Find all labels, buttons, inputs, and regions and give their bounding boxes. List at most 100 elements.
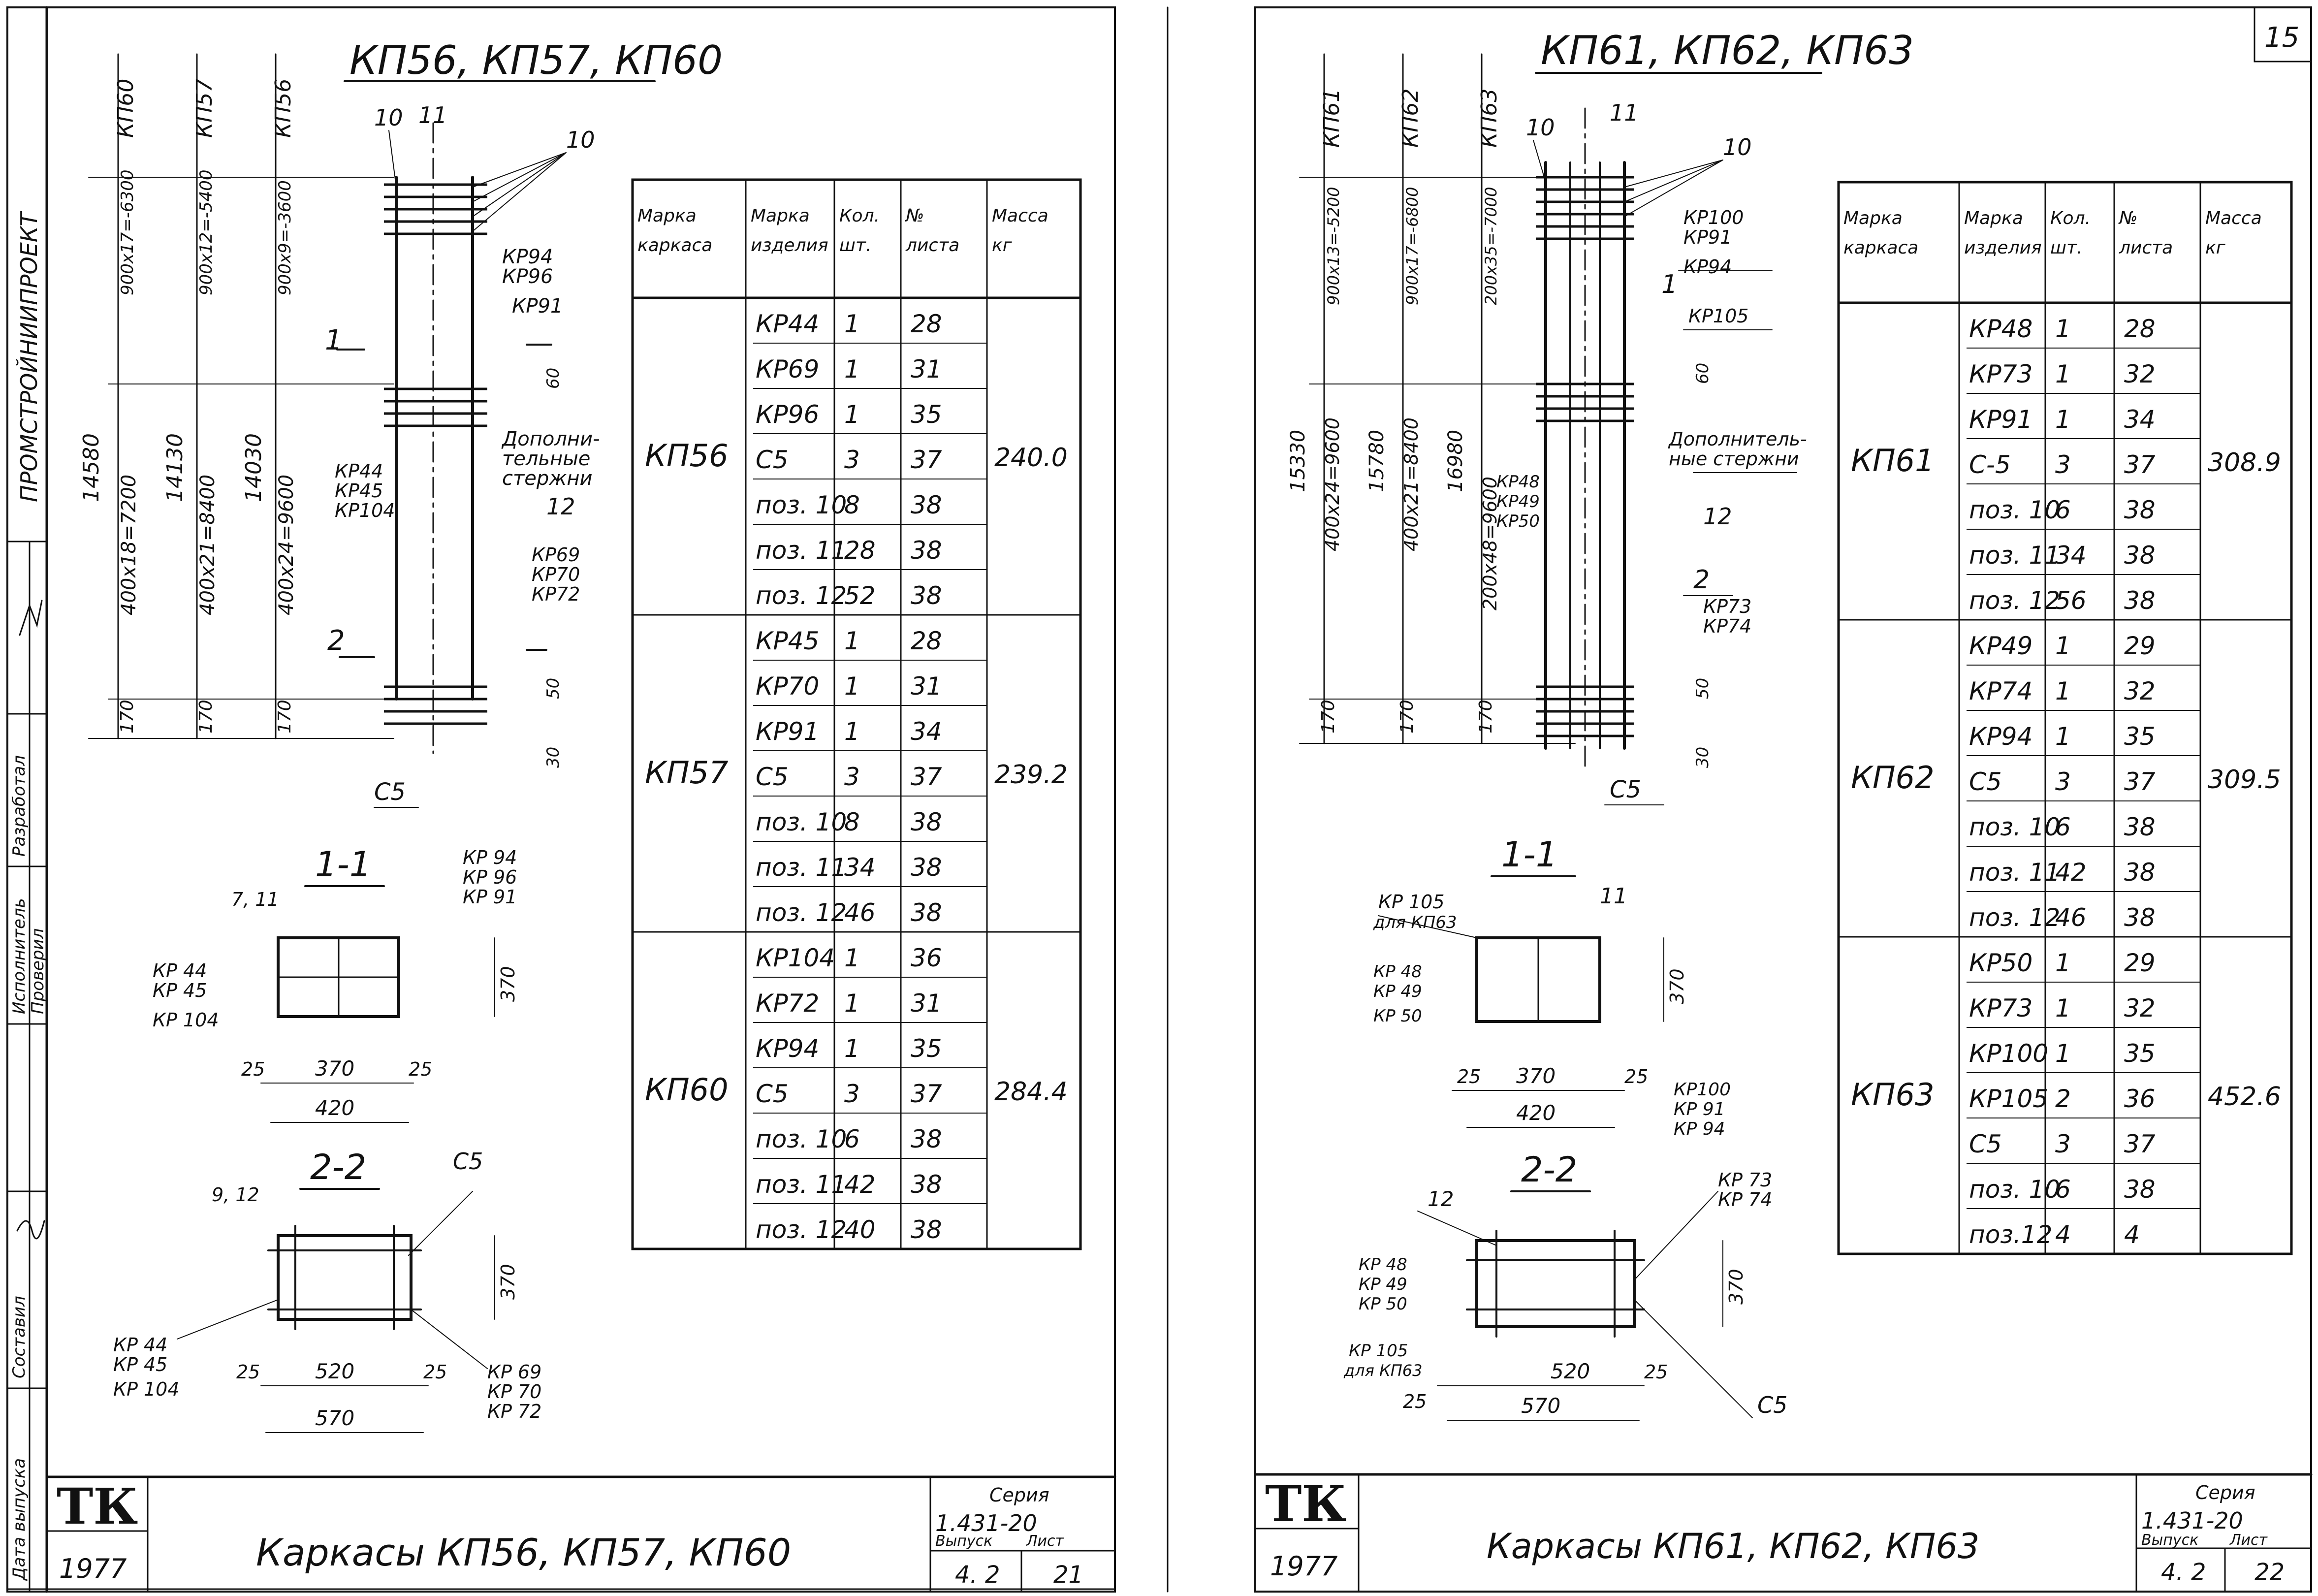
table-frame (631, 178, 1082, 1250)
table-header: № (905, 206, 924, 226)
bottom-offset: 170 (275, 700, 295, 734)
table-cell: 38 (2124, 903, 2156, 932)
table-cell: 52 (844, 581, 876, 610)
table-cell: 37 (911, 1080, 942, 1108)
callout-kp69: КР69 (532, 544, 580, 566)
group-name: КП62 (1851, 760, 1935, 796)
left-note: КР 48 (1373, 962, 1422, 982)
left-cage-elevation: 10 11 10 КР94 КР96 КР91 1 Дополни- тельн… (325, 102, 600, 808)
right-title: КП61, КП62, КП63 (1541, 28, 1914, 73)
right-note: КР 73 (1718, 1169, 1772, 1191)
section-label: 2-2 (1521, 1149, 1577, 1190)
height-dim: 370 (1666, 968, 1688, 1004)
edge-dim: 25 (1644, 1361, 1668, 1383)
table-cell: 31 (911, 989, 942, 1018)
table-cell: 29 (2124, 632, 2156, 660)
left-sheet-border (6, 6, 1116, 1593)
table-cell: 3 (844, 763, 860, 791)
left-note: КР 105 (1349, 1341, 1408, 1361)
table-cell: поз.12 (1969, 1220, 2052, 1249)
total-length: 14130 (162, 433, 188, 502)
table-cell: поз. 10 (756, 1125, 847, 1153)
table-cell: КР70 (756, 672, 819, 701)
callout-kp91: КР91 (512, 295, 563, 318)
issue-number: 4. 2 (2161, 1559, 2206, 1586)
table-cell: 1 (2055, 722, 2071, 751)
table-cell: КР73 (1969, 994, 2032, 1022)
table-cell: 1 (844, 627, 860, 655)
table-cell: 2 (2055, 1085, 2071, 1113)
table-cell: поз. 11 (1969, 858, 2060, 887)
left-sheet: ПРОМСТРОЙНИИПРОЕКТ Исполнитель Проверил … (6, 6, 1116, 1593)
table-header: Марка (1964, 208, 2023, 228)
table-cell: 34 (2055, 541, 2087, 570)
table-cell: 36 (911, 944, 942, 972)
pos-note: 11 (1600, 884, 1627, 909)
group-name: КП61 (1851, 443, 1935, 479)
table-header: шт. (2050, 238, 2082, 258)
callout-kp104: КР104 (335, 500, 395, 521)
total-length: 14580 (79, 433, 104, 502)
section-mark-1: 1 (325, 324, 343, 356)
height-dim: 370 (497, 966, 519, 1002)
set-label: КП61 (1319, 89, 1344, 148)
table-cell: 37 (2124, 767, 2156, 796)
right-note: КР100 (1674, 1080, 1731, 1100)
table-cell: 6 (844, 1125, 860, 1153)
table-cell: 28 (2124, 315, 2156, 343)
table-cell: 1 (2055, 1039, 2071, 1068)
table-cell: 38 (911, 808, 942, 836)
table-cell: 46 (2055, 903, 2087, 932)
note: КР 105 (1378, 891, 1445, 913)
table-cell: КР94 (1969, 722, 2032, 751)
group-name: КП56 (645, 438, 729, 474)
set-label: КП57 (192, 79, 217, 138)
table-cell: С5 (756, 763, 789, 791)
stamp-executor: Исполнитель (9, 898, 29, 1014)
table-cell: 3 (2055, 1130, 2071, 1158)
group-name: КП60 (645, 1072, 729, 1108)
table-cell: 32 (2124, 677, 2156, 705)
left-note: для КП63 (1343, 1361, 1423, 1380)
group-mass: 239.2 (994, 760, 1068, 790)
table-cell: 1 (2055, 677, 2071, 705)
callout-add1: Дополнитель- (1668, 428, 1807, 450)
table-cell: 37 (911, 763, 942, 791)
bottom-offset: 170 (1318, 700, 1338, 734)
table-header: Марка (751, 206, 810, 226)
edge-dim: 25 (241, 1058, 265, 1080)
tk-logo: ТК (1265, 1475, 1346, 1533)
table-cell: 1 (844, 1034, 860, 1063)
callout-kp70: КР70 (532, 564, 580, 585)
callout-11: 11 (1610, 99, 1639, 126)
width-inner: 520 (1551, 1359, 1590, 1383)
width-outer: 570 (1521, 1394, 1560, 1418)
table-cell: 42 (2055, 858, 2087, 887)
table-cell: 34 (911, 717, 942, 746)
table-cell: 46 (844, 898, 876, 927)
callout-add2: тельные (502, 447, 590, 470)
table-cell: 38 (2124, 1175, 2156, 1204)
left-note: КР 45 (113, 1354, 167, 1375)
table-cell: КР74 (1969, 677, 2032, 705)
right-title-block: ТК 1977 Каркасы КП61, КП62, КП63 Серия 1… (1254, 1473, 2313, 1593)
table-cell: КР94 (756, 1034, 819, 1063)
callout-kp100: КР100 (1683, 207, 1744, 228)
table-cell: 1 (844, 672, 860, 701)
table-cell: КР44 (756, 310, 819, 338)
total-length: 15780 (1365, 430, 1388, 492)
callout-c5: С5 (1610, 776, 1641, 803)
table-cell: 3 (2055, 767, 2071, 796)
left-note: КР 44 (153, 960, 207, 982)
section-label: 1-1 (315, 844, 371, 885)
table-cell: КР72 (756, 989, 819, 1018)
left-note: КР 104 (153, 1009, 219, 1031)
section-mark-2: 2 (1693, 565, 1710, 595)
width-inner: 370 (315, 1056, 354, 1081)
left-note: КР 49 (1373, 982, 1422, 1001)
table-header: Марка (637, 206, 697, 226)
group-mass: 309.5 (2208, 765, 2281, 795)
set-label: КП56 (271, 79, 296, 138)
table-cell: 1 (844, 400, 860, 429)
